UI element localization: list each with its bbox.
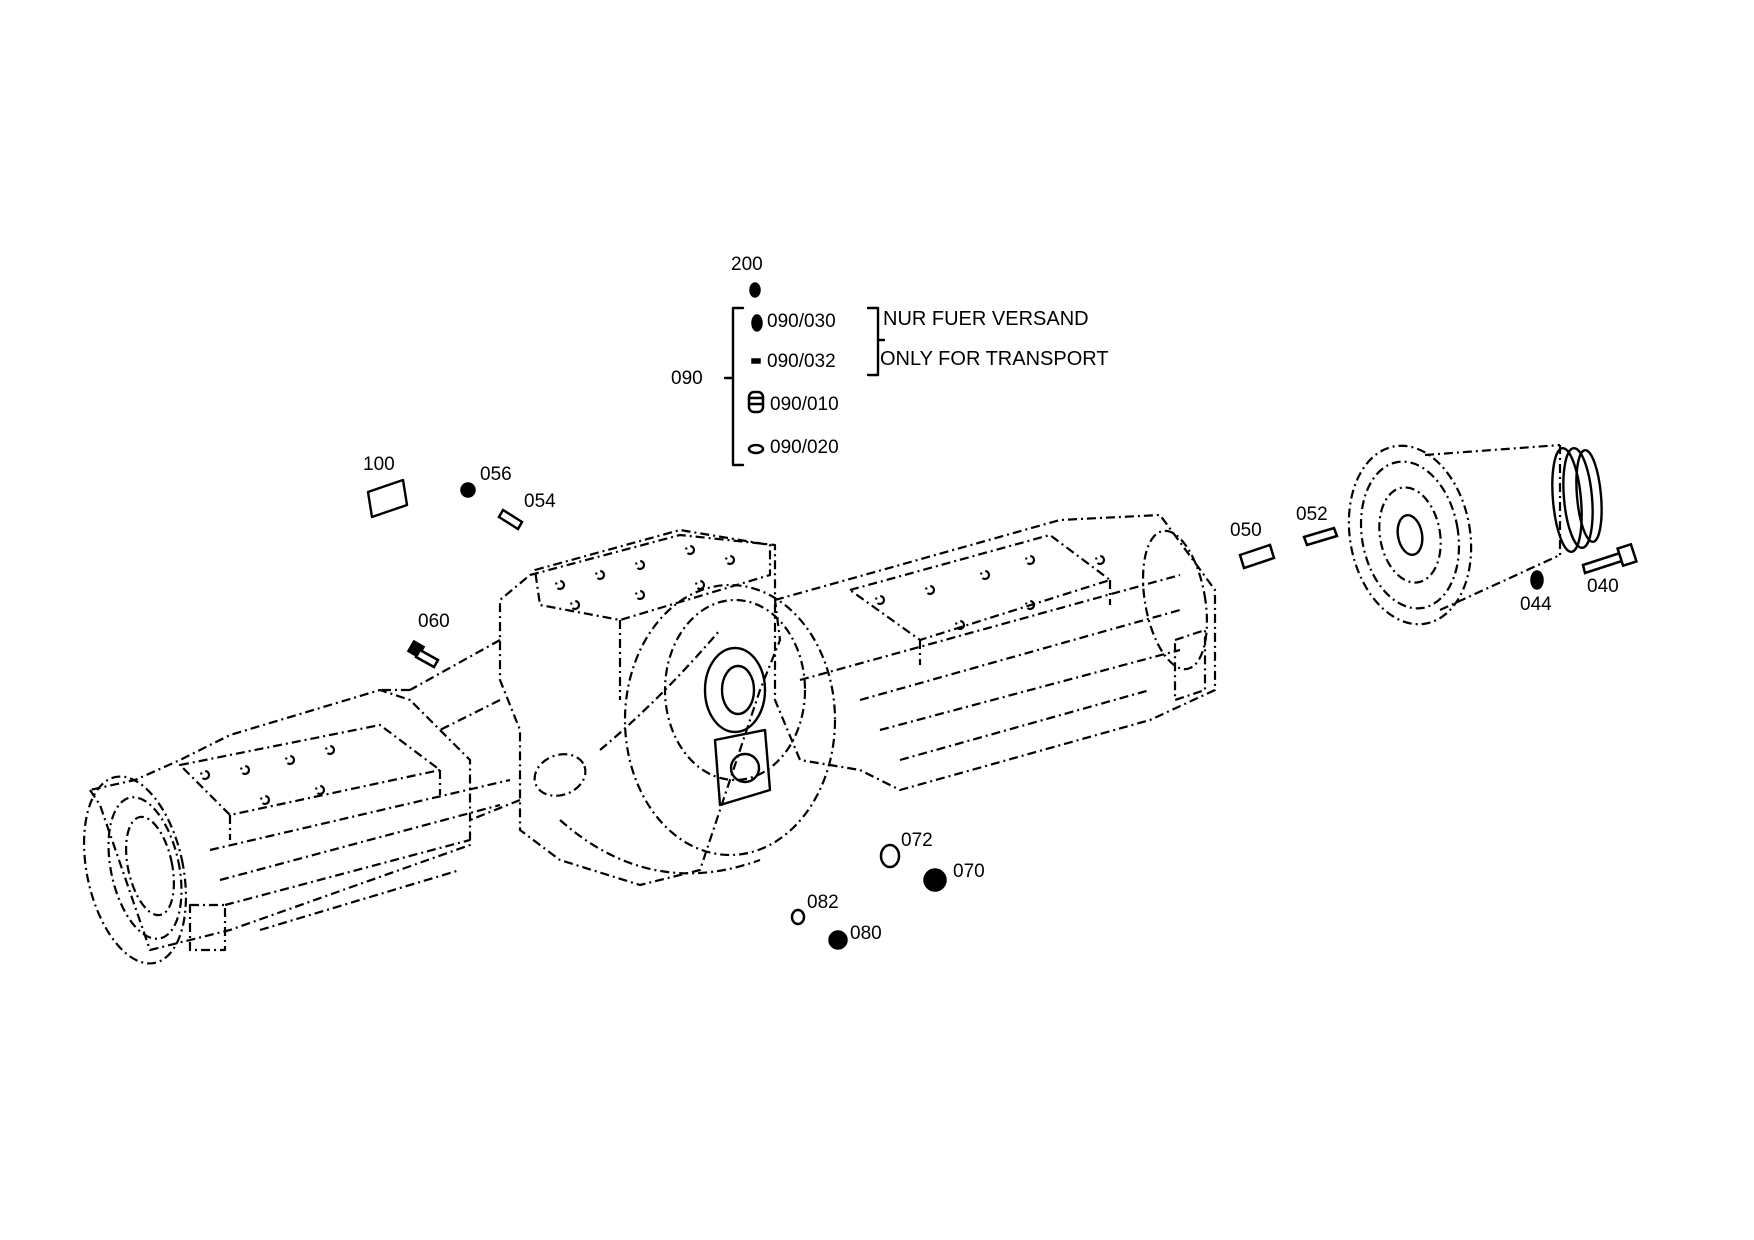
label-044: 044 [1520, 594, 1552, 615]
note-german: NUR FUER VERSAND [883, 308, 1089, 330]
label-090-030: 090/030 [767, 311, 836, 332]
label-060: 060 [418, 611, 450, 632]
cap-screw-icon [1581, 542, 1639, 575]
label-082: 082 [807, 892, 839, 913]
axle-housing-icon [82, 513, 1217, 965]
plug-screw-icon [828, 930, 848, 950]
label-090-010: 090/010 [770, 394, 839, 415]
note-english: ONLY FOR TRANSPORT [880, 348, 1109, 370]
o-ring-icon [879, 843, 901, 869]
label-040: 040 [1587, 576, 1619, 597]
plug-screw-icon [923, 868, 947, 892]
label-054: 054 [524, 491, 556, 512]
washer-icon [1530, 570, 1544, 590]
label-090-020: 090/020 [770, 437, 839, 458]
cap-icon [751, 314, 763, 332]
o-ring-icon [747, 443, 765, 455]
label-200: 200 [731, 254, 763, 275]
bolt-icon [406, 639, 440, 669]
label-052: 052 [1296, 504, 1328, 525]
label-070: 070 [953, 861, 985, 882]
stud-icon [497, 508, 524, 531]
o-ring-icon [790, 908, 806, 926]
label-100: 100 [363, 454, 395, 475]
label-056: 056 [480, 464, 512, 485]
label-090-032: 090/032 [767, 351, 836, 372]
small-cap-icon [751, 358, 761, 364]
label-080: 080 [850, 923, 882, 944]
label-090: 090 [671, 368, 703, 389]
dowel-sleeve-icon [1238, 543, 1276, 570]
nut-icon [460, 482, 476, 498]
pin-icon [1302, 526, 1339, 547]
label-050: 050 [1230, 520, 1262, 541]
breather-valve-icon [747, 390, 765, 414]
label-072: 072 [901, 830, 933, 851]
vent-plug-icon [749, 282, 761, 298]
wheel-hub-icon [1347, 443, 1603, 626]
nameplate-icon [366, 478, 409, 519]
